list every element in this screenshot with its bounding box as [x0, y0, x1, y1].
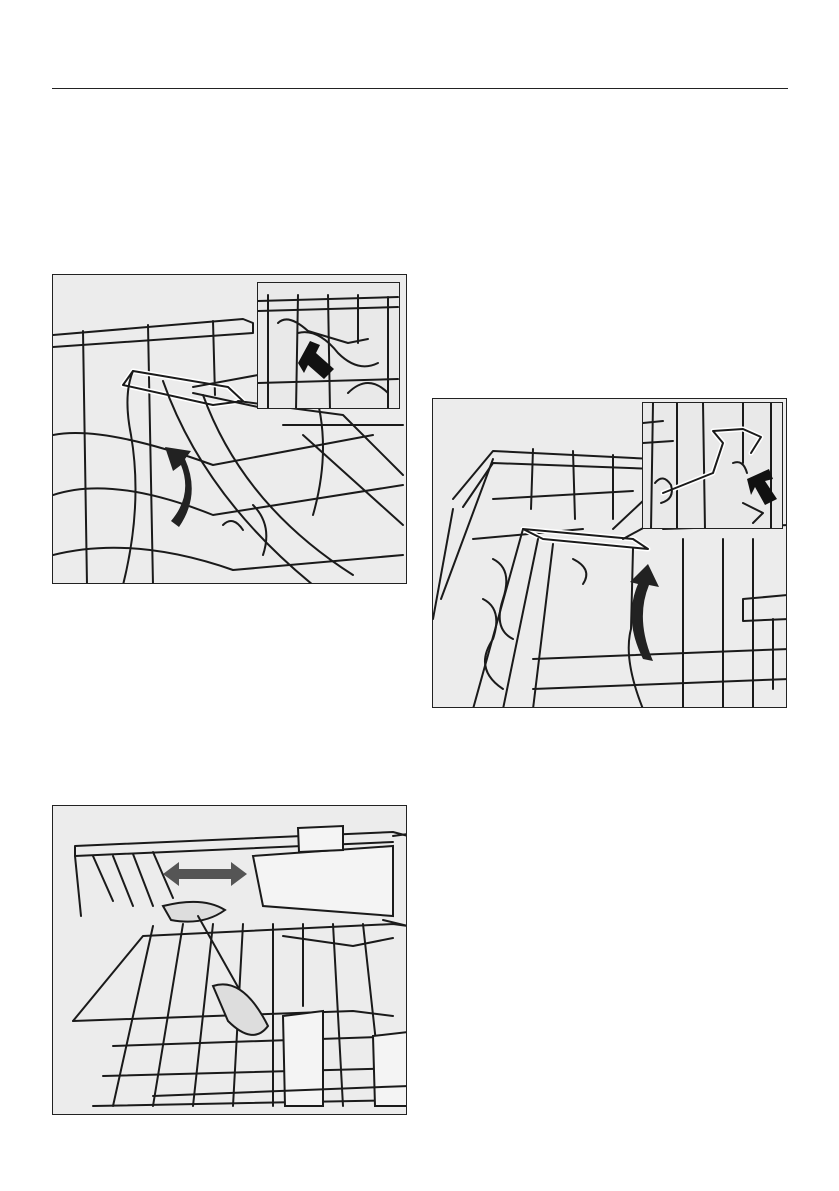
- figure-rack-hinge-release: [52, 274, 407, 584]
- rotate-arrow-icon: [165, 447, 192, 527]
- hook-detail-illustration: [643, 403, 783, 529]
- figure-upper-basket-slide: [52, 805, 407, 1115]
- figure-rack-hinge-attach: [432, 398, 787, 708]
- figure-inset-hook-detail: [257, 282, 400, 409]
- double-arrow-icon: [163, 862, 247, 886]
- rotate-arrow-icon: [630, 564, 659, 661]
- basket-wireframe-illustration: [53, 806, 407, 1115]
- figure-inset-hook-detail: [642, 402, 783, 529]
- hook-detail-illustration: [258, 283, 400, 409]
- push-arrow-icon: [747, 469, 777, 505]
- header-rule: [52, 88, 788, 89]
